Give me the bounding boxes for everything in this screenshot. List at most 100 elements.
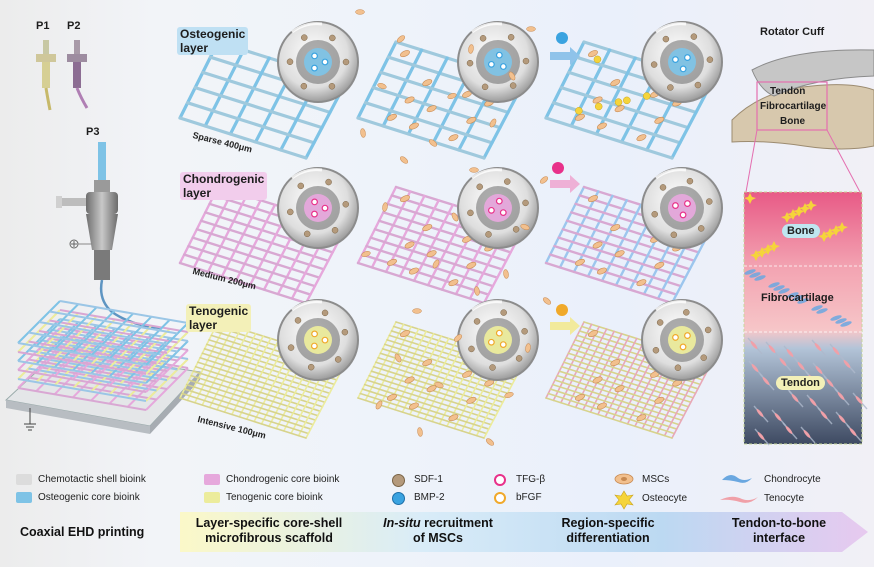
tissue-tenocyte (785, 426, 793, 434)
floating-msc-cell (542, 297, 552, 305)
tissue-tenocyte (843, 360, 851, 368)
tissue-osteocyte (787, 209, 799, 220)
tissue-tenocyte (826, 379, 834, 387)
osteogenic-label-line2: layer (180, 41, 209, 55)
stage3-line2: of MSCs (413, 531, 463, 545)
tissue-tenocyte (786, 349, 794, 357)
tissue-chondrocyte (811, 305, 823, 311)
interface-bone-label: Bone (782, 224, 820, 238)
magnified-fiber-lens-2 (457, 21, 539, 103)
printer-label-p3: P3 (86, 126, 100, 138)
stack-layer-6 (17, 300, 189, 366)
magnified-fiber-lens-7 (277, 299, 359, 381)
stage5-line1: Tendon-to-bone (731, 516, 827, 530)
chondrogenic-label-line1: Chondrogenic (183, 172, 265, 186)
floating-msc-cell (453, 334, 463, 342)
legend-dot-bmp2 (392, 492, 405, 505)
tenogenic-label-line2: layer (189, 318, 218, 332)
tissue-tenocyte (814, 343, 822, 351)
floating-msc-cell (485, 438, 495, 446)
legend-osteogenic-core: Osteogenic core bioink (38, 492, 140, 503)
floating-msc-cell (382, 202, 388, 212)
tissue-tenocyte (762, 377, 770, 385)
tissue-chondrocyte (744, 269, 756, 275)
floating-msc-cell (489, 118, 497, 128)
tissue-osteocyte (762, 244, 774, 255)
scaffold-grid-r1-c2 (356, 40, 526, 160)
tissue-tenocyte (855, 396, 863, 404)
floating-msc-cell (451, 212, 459, 222)
syringe-p2 (67, 40, 89, 109)
legend-chondrogenic-core: Chondrogenic core bioink (226, 474, 340, 485)
floating-msc-cell (375, 400, 383, 410)
tissue-osteocyte (805, 200, 817, 211)
printed-scaffold-stack (4, 300, 202, 434)
stage-layer-specific-scaffold: Layer-specific core-shell microfibrous s… (184, 516, 354, 546)
magnified-fiber-lens-4 (277, 167, 359, 249)
printer-label-p2: P2 (67, 20, 81, 32)
tissue-osteocyte (836, 222, 848, 233)
floating-msc-cell (355, 9, 365, 15)
legend-swatch-chondrogenic (204, 474, 220, 485)
tissue-osteocyte (824, 228, 836, 239)
tissue-chondrocyte (778, 288, 790, 294)
tissue-tenocyte (832, 347, 840, 355)
floating-msc-cell (377, 83, 387, 89)
tissue-osteocyte (781, 212, 793, 223)
legend-dot-tgfb (494, 474, 506, 486)
rotator-cuff-title: Rotator Cuff (760, 26, 825, 38)
tissue-tenocyte (838, 415, 846, 423)
floating-msc-cell (399, 156, 409, 164)
growth-factor-arrows (550, 32, 580, 335)
progress-arrow (180, 512, 868, 552)
interface-fibrocartilage-label: Fibrocartilage (761, 292, 834, 304)
floating-msc-cell (447, 93, 457, 99)
legend-swatch-osteogenic (16, 492, 32, 503)
tissue-osteocyte (830, 225, 842, 236)
anatomy-bone-label: Bone (780, 116, 805, 127)
tissue-chondrocyte (840, 321, 852, 327)
tissue-chondrocyte (787, 292, 799, 298)
tissue-tenocyte (751, 364, 759, 372)
anatomy-fibrocartilage-label: Fibrocartilage (760, 101, 827, 112)
stage3-italic: In-situ (383, 516, 421, 530)
floating-msc-cell (361, 251, 371, 257)
tissue-osteocyte (750, 250, 762, 261)
legend-tgfb: TFG-β (516, 474, 546, 485)
osteogenic-label-line1: Osteogenic (180, 27, 246, 41)
tissue-osteocyte (768, 241, 780, 252)
tissue-tenocyte (797, 362, 805, 370)
tissue-osteocyte (799, 203, 811, 214)
tenogenic-label-line1: Tenogenic (189, 304, 249, 318)
stage2-line1: Layer-specific core-shell (195, 516, 343, 530)
legend-sdf1: SDF-1 (414, 474, 443, 485)
stage4-line2: differentiation (566, 531, 650, 545)
stage-tendon-to-bone-interface: Tendon-to-bone interface (724, 516, 834, 546)
stage5-line2: interface (752, 531, 806, 545)
rotator-cuff-illustration (731, 49, 874, 193)
floating-msc-cell (468, 44, 474, 54)
magnified-fiber-lens-5 (457, 167, 539, 249)
tissue-chondrocyte (768, 282, 780, 288)
tissue-chondrocyte (797, 298, 809, 304)
floating-msc-cell (434, 382, 444, 388)
tissue-tenocyte (809, 398, 817, 406)
tenogenic-layer-label: Tenogenic layer (186, 304, 252, 332)
magnified-fiber-lens-3 (641, 21, 723, 103)
legend-dot-bfgf (494, 492, 506, 504)
osteogenic-layer-label: Osteogenic layer (177, 27, 249, 55)
anatomy-tendon-label: Tendon (770, 86, 806, 97)
tissue-tenocyte (791, 394, 799, 402)
printer-label-p1: P1 (36, 20, 50, 32)
floating-msc-cell (520, 224, 530, 230)
legend-bmp2: BMP-2 (414, 492, 445, 503)
tissue-chondrocyte (835, 318, 847, 324)
floating-msc-cell (539, 176, 549, 184)
floating-msc-cell (526, 26, 536, 32)
magnified-fiber-lens-8 (457, 299, 539, 381)
floating-msc-cell (474, 286, 480, 296)
tissue-tenocyte (837, 392, 845, 400)
floating-msc-cell (394, 353, 402, 363)
